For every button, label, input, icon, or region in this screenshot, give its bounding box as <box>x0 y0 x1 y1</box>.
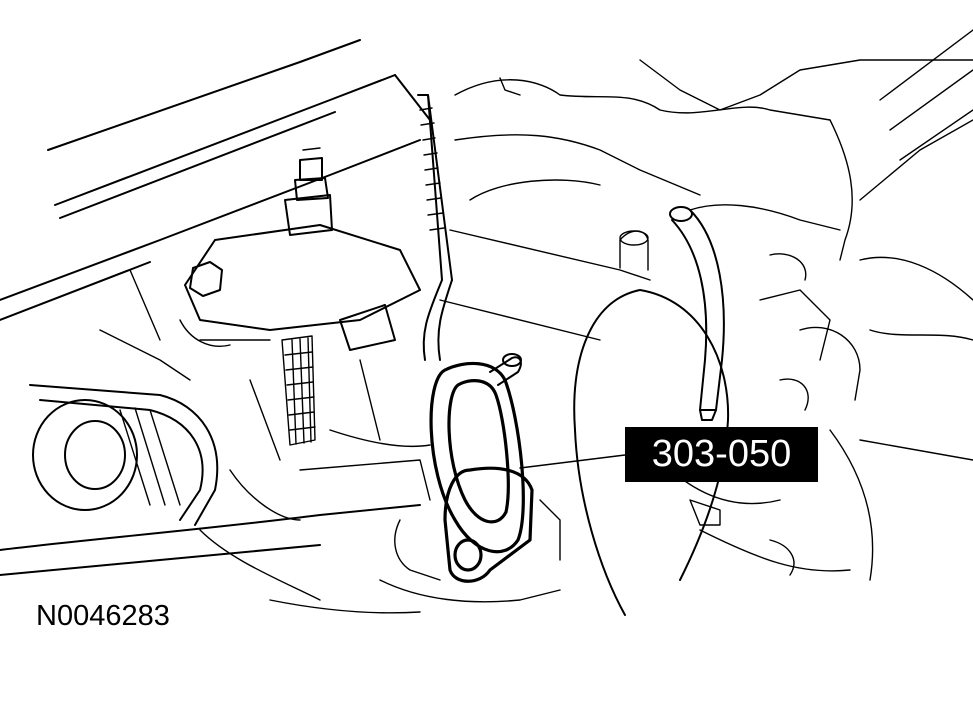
tool-callout-label: 303-050 <box>625 427 818 482</box>
callout-leader-line <box>519 454 626 469</box>
engine-cover <box>0 39 431 321</box>
vacuum-hose <box>669 206 725 421</box>
manifold-components <box>439 29 973 581</box>
lifting-eye-tool <box>429 353 534 583</box>
figure-id-label: N0046283 <box>36 600 170 632</box>
mesh-filter <box>281 335 316 446</box>
accessory-pulley <box>0 384 431 601</box>
engine-block-lower <box>99 269 561 614</box>
dipstick-tube <box>417 94 453 361</box>
mount-bracket <box>179 147 421 351</box>
